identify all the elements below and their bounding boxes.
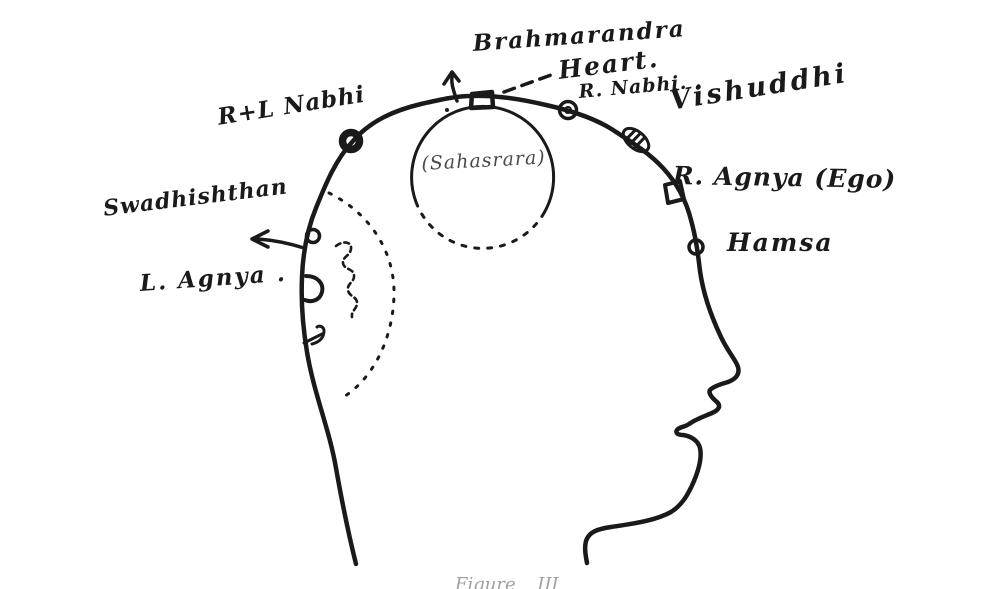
inner-dotted-arc bbox=[327, 191, 396, 400]
rl-nabhi-marker bbox=[338, 128, 364, 154]
label-hamsa: Hamsa bbox=[727, 228, 834, 257]
l-agnya-marker bbox=[303, 274, 325, 304]
hamsa-marker bbox=[687, 238, 705, 256]
heart-dashed-pointer bbox=[502, 73, 553, 94]
brahmarandra-marker bbox=[468, 89, 496, 111]
sahasrara-circle-lower bbox=[414, 200, 546, 250]
r-agnya-marker bbox=[663, 179, 686, 205]
swadhishthan-arrow bbox=[250, 229, 306, 250]
heart-nabhi-marker bbox=[557, 99, 579, 121]
outline-hook-mark bbox=[302, 324, 326, 346]
vishuddhi-marker bbox=[621, 126, 651, 154]
head-outline-path bbox=[299, 93, 741, 567]
inner-squiggle bbox=[334, 241, 359, 319]
crown-arrow bbox=[442, 70, 461, 103]
swadhishthan-point-marker bbox=[304, 227, 322, 245]
ink-dot bbox=[445, 108, 449, 112]
figure-caption: Figure III bbox=[455, 574, 559, 589]
label-r-agnya: R. Agnya (Ego) bbox=[672, 161, 897, 194]
